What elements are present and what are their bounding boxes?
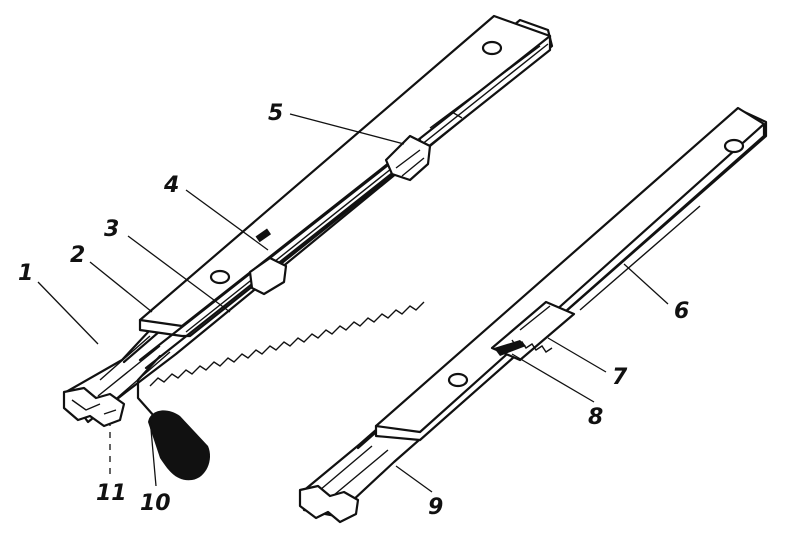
label-2: 2 bbox=[70, 243, 85, 268]
leader-8 bbox=[511, 353, 595, 403]
left-rail-assembly bbox=[62, 14, 554, 481]
right-rail-assembly bbox=[298, 106, 768, 524]
label-6: 6 bbox=[674, 299, 689, 324]
label-7: 7 bbox=[612, 365, 628, 390]
left-upper-plate-rib bbox=[185, 43, 549, 333]
callout-labels: 1 2 3 4 5 6 7 8 9 10 11 bbox=[18, 101, 689, 520]
right-upper-plate bbox=[374, 106, 766, 442]
left-rail-end-detail bbox=[71, 399, 117, 415]
leader-2 bbox=[89, 261, 153, 313]
leader-5 bbox=[289, 113, 405, 145]
adjust-handle-knob bbox=[148, 410, 211, 481]
label-9: 9 bbox=[428, 495, 443, 520]
leader-9 bbox=[395, 465, 433, 493]
leader-4 bbox=[185, 189, 269, 251]
left-spring-detail bbox=[395, 111, 463, 177]
label-10: 10 bbox=[140, 491, 171, 516]
label-8: 8 bbox=[588, 405, 603, 430]
adjust-handle-lever bbox=[136, 354, 162, 418]
left-plate-slot bbox=[255, 228, 272, 243]
leader-10 bbox=[149, 417, 157, 487]
left-plate-hole-far bbox=[481, 40, 503, 56]
left-lock-rod bbox=[138, 138, 426, 370]
right-lock-pawl bbox=[494, 340, 526, 356]
leader-3 bbox=[127, 235, 231, 313]
left-upper-plate bbox=[138, 14, 552, 338]
label-5: 5 bbox=[268, 101, 283, 126]
leader-1 bbox=[37, 281, 99, 345]
right-upper-plate-edge bbox=[374, 122, 766, 434]
label-1: 1 bbox=[18, 261, 33, 286]
right-plate-hole-far bbox=[723, 138, 745, 154]
right-plate-hole-near bbox=[447, 372, 469, 388]
left-spring-clip bbox=[384, 134, 432, 182]
leader-lines bbox=[37, 113, 669, 493]
right-rail-end-profile bbox=[298, 484, 360, 524]
left-toothed-rack bbox=[149, 301, 425, 387]
leader-7 bbox=[547, 337, 607, 373]
leader-6 bbox=[623, 263, 669, 305]
label-3: 3 bbox=[104, 217, 119, 242]
right-lower-rail-groove bbox=[319, 205, 701, 501]
left-plate-hole-near bbox=[209, 269, 231, 285]
label-11: 11 bbox=[96, 481, 127, 506]
label-4: 4 bbox=[163, 173, 179, 198]
left-latch-block bbox=[248, 256, 288, 296]
